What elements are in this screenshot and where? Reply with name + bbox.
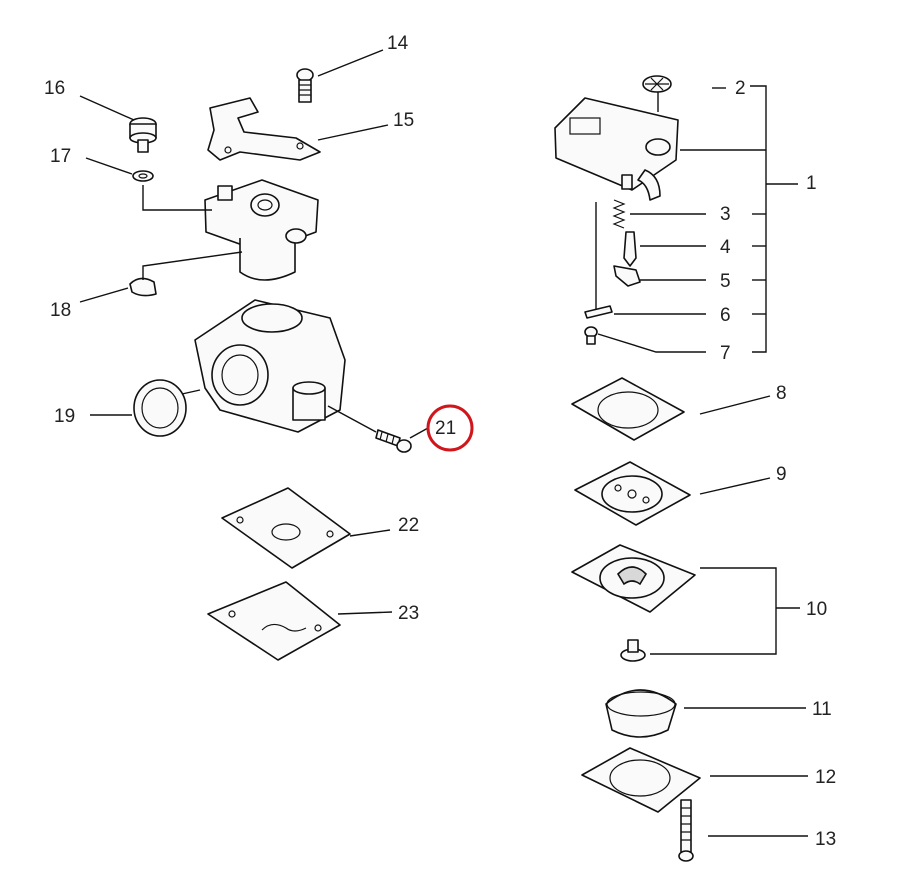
callout-12[interactable]: 12 bbox=[815, 767, 836, 788]
part-6-pin[interactable] bbox=[584, 305, 613, 319]
callout-23[interactable]: 23 bbox=[398, 603, 419, 624]
part-23-gasket[interactable] bbox=[207, 581, 341, 661]
part-3-spring[interactable] bbox=[612, 199, 626, 229]
callout-19[interactable]: 19 bbox=[54, 406, 75, 427]
callout-1[interactable]: 1 bbox=[806, 173, 817, 194]
part-10-pump-plate[interactable] bbox=[571, 544, 696, 613]
part-2-filter-screen[interactable] bbox=[642, 75, 672, 93]
leader-lines bbox=[79, 49, 808, 837]
part-14-screw[interactable] bbox=[296, 68, 314, 103]
part-7-screw[interactable] bbox=[584, 326, 598, 345]
part-15-bracket[interactable] bbox=[207, 97, 321, 161]
callout-18[interactable]: 18 bbox=[50, 300, 71, 321]
callout-21[interactable]: 21 bbox=[435, 418, 456, 439]
callout-6[interactable]: 6 bbox=[720, 305, 731, 326]
part-5-lever[interactable] bbox=[613, 265, 641, 287]
part-9-diaphragm[interactable] bbox=[574, 461, 691, 526]
throttle-body-upper[interactable] bbox=[204, 179, 319, 281]
part-8-gasket[interactable] bbox=[571, 377, 685, 441]
part-11-primer-bulb[interactable] bbox=[605, 689, 677, 738]
part-10-check-valve[interactable] bbox=[620, 639, 646, 662]
callout-2[interactable]: 2 bbox=[735, 78, 746, 99]
part-17-washer[interactable] bbox=[132, 170, 154, 182]
callout-7[interactable]: 7 bbox=[720, 343, 731, 364]
callout-labels: 14 15 16 17 18 19 21 22 23 2 1 3 4 5 6 7… bbox=[44, 33, 836, 850]
highlight-circle-part-21 bbox=[426, 404, 474, 452]
callout-5[interactable]: 5 bbox=[720, 271, 731, 292]
part-13-screw[interactable] bbox=[678, 799, 694, 862]
carburetor-main-body[interactable] bbox=[194, 299, 346, 433]
callout-16[interactable]: 16 bbox=[44, 78, 65, 99]
part-22-gasket[interactable] bbox=[221, 487, 351, 569]
part-21-screw[interactable] bbox=[375, 429, 412, 453]
callout-8[interactable]: 8 bbox=[776, 383, 787, 404]
callout-14[interactable]: 14 bbox=[387, 33, 409, 54]
callout-22[interactable]: 22 bbox=[398, 515, 419, 536]
part-16-adjuster[interactable] bbox=[129, 117, 157, 153]
part-4-needle[interactable] bbox=[623, 231, 637, 267]
callout-15[interactable]: 15 bbox=[393, 110, 414, 131]
callout-11[interactable]: 11 bbox=[812, 699, 832, 720]
part-1-pump-cover[interactable] bbox=[554, 97, 679, 201]
callout-3[interactable]: 3 bbox=[720, 204, 731, 225]
callout-9[interactable]: 9 bbox=[776, 464, 787, 485]
part-19-seal-ring[interactable] bbox=[133, 379, 187, 437]
part-12-retainer-plate[interactable] bbox=[581, 747, 701, 813]
part-18-clip[interactable] bbox=[129, 277, 157, 297]
callout-13[interactable]: 13 bbox=[815, 829, 836, 850]
callout-17[interactable]: 17 bbox=[50, 146, 71, 167]
callout-4[interactable]: 4 bbox=[720, 237, 731, 258]
callout-10[interactable]: 10 bbox=[806, 599, 827, 620]
